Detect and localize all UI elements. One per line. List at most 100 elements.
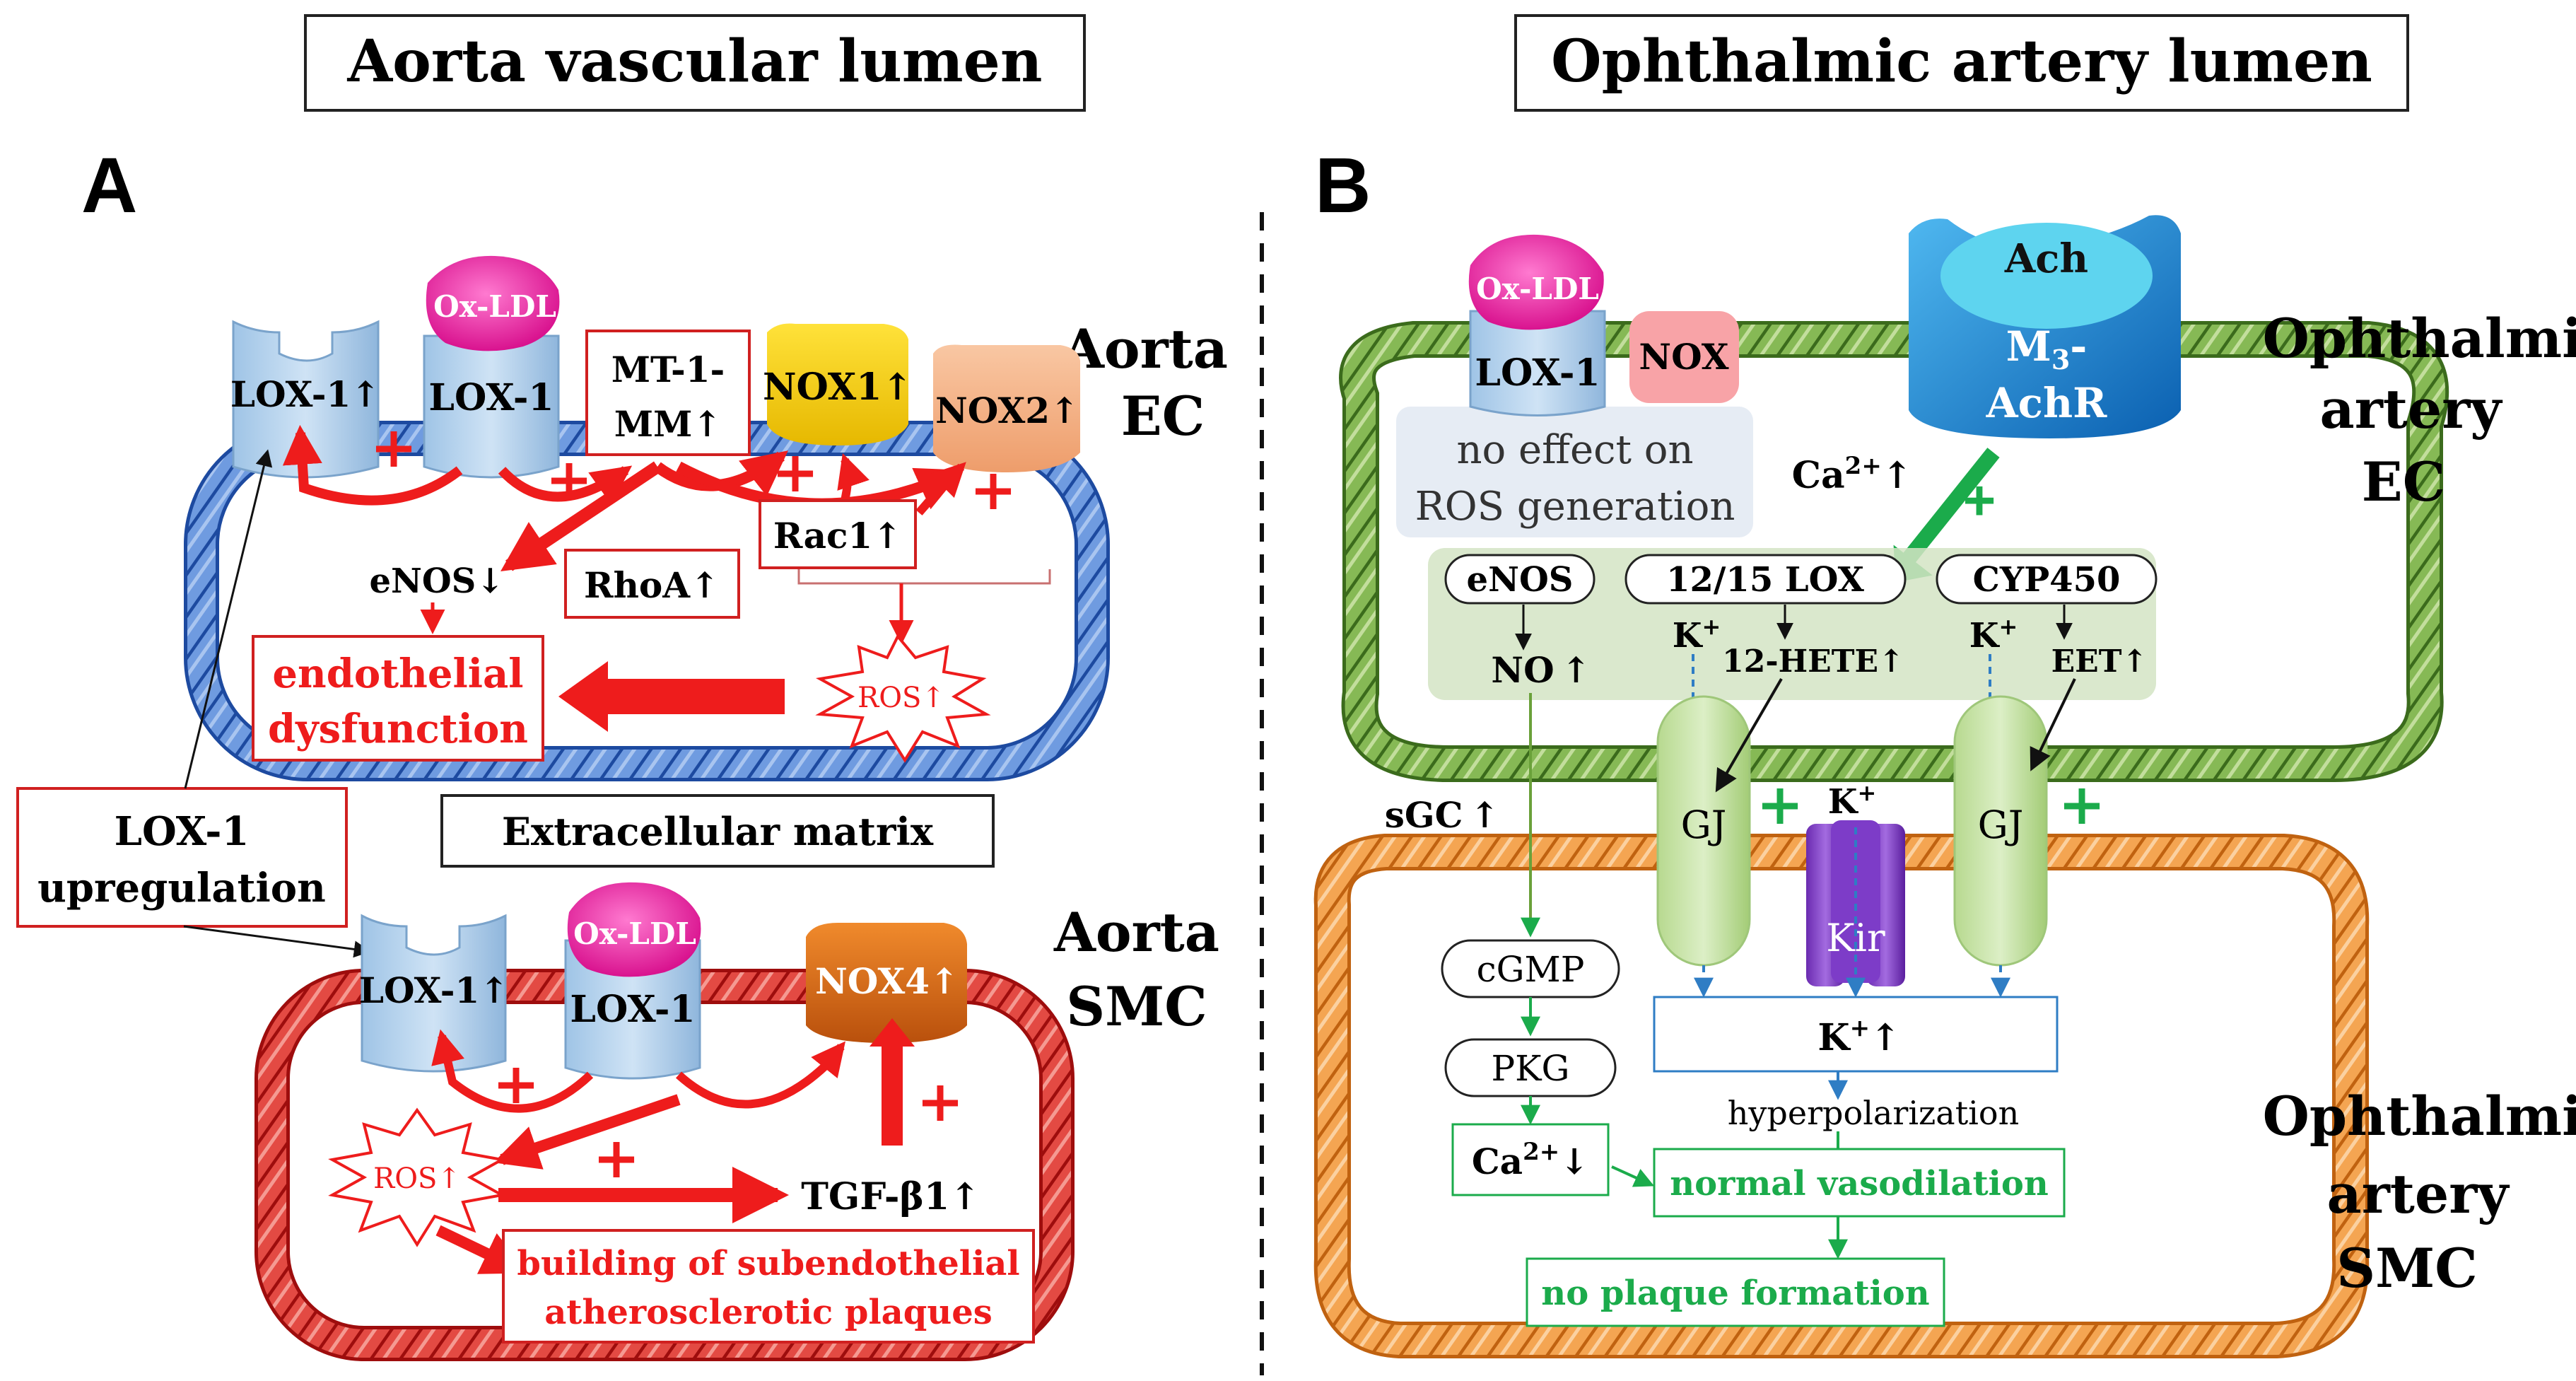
title-right: Ophthalmic artery lumen (1514, 14, 2409, 112)
svg-text:LOX-1: LOX-1 (115, 808, 250, 855)
no-plaque-box: no plaque formation (1526, 1257, 1945, 1327)
lox1-receptor-smc: LOX-1 (564, 939, 701, 1080)
no-up: NO↑ (1491, 649, 1591, 691)
svg-text:LOX-1↑: LOX-1↑ (230, 373, 380, 415)
svg-text:NOX4↑: NOX4↑ (815, 960, 959, 1002)
svg-text:+: + (492, 1050, 539, 1117)
oph-smc-label: Ophthalmic (2263, 1085, 2576, 1148)
gj-plus: + + (1756, 771, 2105, 837)
aorta-smc-plus: + + + (492, 1050, 964, 1191)
nox1: NOX1↑ (763, 323, 913, 445)
hete-to-gj (1715, 677, 1783, 793)
ca-to-vasodilation (1611, 1165, 1655, 1187)
svg-text:+: + (592, 1124, 640, 1191)
k-flux-arrows (1694, 827, 2010, 998)
svg-text:building of subendothelial: building of subendothelial (517, 1244, 1019, 1283)
tgf-to-nox4-shaft (882, 1039, 903, 1146)
cyp450-pill: CYP450 (1936, 554, 2158, 605)
svg-text:Ca2+↓: Ca2+↓ (1472, 1138, 1589, 1182)
svg-text:ROS generation: ROS generation (1415, 484, 1735, 530)
upregulation-to-smc-lox1 (183, 925, 371, 958)
aorta-ec-plus: + + + + (370, 414, 1017, 523)
no-effect-box: no effect on ROS generation (1396, 407, 1753, 537)
svg-text:no effect on: no effect on (1456, 427, 1693, 473)
oxldl-oph: Ox-LDL (1468, 234, 1604, 330)
oph-ec-label-2: artery (2320, 378, 2503, 441)
rhoa-box: RhoA↑ (564, 549, 740, 619)
vasodilation-box: normal vasodilation (1653, 1148, 2066, 1218)
svg-text:LOX-1: LOX-1 (428, 376, 554, 419)
ach-to-pathway-arrow (1902, 448, 2000, 564)
svg-text:MM↑: MM↑ (614, 403, 722, 445)
svg-text:dysfunction: dysfunction (268, 706, 528, 752)
svg-text:Extracellular matrix: Extracellular matrix (502, 809, 934, 854)
eet-to-gj (2030, 678, 2076, 771)
k-up-box: K+↑ (1653, 996, 2059, 1073)
oph-ec-label-3: EC (2362, 450, 2445, 513)
aorta-ec-label: Aorta (1062, 317, 1228, 380)
svg-text:AchR: AchR (1986, 379, 2107, 427)
svg-text:Ox-LDL: Ox-LDL (1476, 272, 1599, 306)
ecm-box: Extracellular matrix (440, 794, 995, 868)
svg-text:Aorta vascular lumen: Aorta vascular lumen (347, 28, 1043, 95)
eet: EET↑ (2051, 643, 2148, 680)
svg-text:GJ: GJ (1681, 803, 1727, 847)
svg-text:upregulation: upregulation (37, 865, 326, 911)
k-ion-kir: K+ (1828, 779, 1877, 822)
svg-text:+: + (370, 414, 417, 480)
oph-ec-membrane (1339, 321, 2449, 782)
nox2: NOX2↑ (933, 344, 1080, 472)
rac1-box: Rac1↑ (759, 499, 917, 569)
svg-text:Rac1↑: Rac1↑ (773, 515, 902, 557)
enos-ec: eNOS↓ (369, 561, 504, 601)
gap-junction-2: GJ (1953, 695, 2048, 967)
lox1-receptor-oph: LOX-1 (1469, 310, 1606, 416)
svg-text:12/15 LOX: 12/15 LOX (1666, 560, 1865, 600)
plaque-box: building of subendothelial atherosclerot… (502, 1229, 1035, 1344)
svg-text:CYP450: CYP450 (1973, 560, 2121, 600)
nox4: NOX4↑ (806, 923, 967, 1043)
ach-plus: + (1963, 469, 1996, 532)
oph-smc-label-2: artery (2327, 1163, 2510, 1225)
svg-text:NOX2↑: NOX2↑ (935, 390, 1079, 431)
svg-text:GJ: GJ (1978, 803, 2024, 847)
svg-text:Ox-LDL: Ox-LDL (433, 289, 556, 324)
sgc-up: sGC↑ (1385, 794, 1500, 836)
svg-text:ROS↑: ROS↑ (857, 682, 945, 714)
hete: 12-HETE↑ (1722, 643, 1904, 680)
tgf-to-nox4-head (870, 1018, 915, 1047)
tgf-beta1: TGF-β1↑ (801, 1175, 980, 1218)
oph-ec-label: Ophthalmic (2263, 307, 2576, 370)
oph-smc-membrane (1313, 834, 2370, 1358)
enos-pill: eNOS (1444, 554, 1596, 605)
pkg-pill: PKG (1444, 1038, 1617, 1097)
k-ion-2: K+ (1969, 613, 2018, 655)
lox1-up-receptor-smc: LOX-1↑ (359, 914, 509, 1073)
gap-junction-1: GJ (1656, 695, 1751, 967)
oxldl-smc: Ox-LDL (567, 882, 701, 977)
svg-text:+: + (916, 1068, 964, 1134)
svg-text:+: + (771, 438, 819, 505)
k-ion-1: K+ (1673, 613, 1721, 655)
svg-text:atherosclerotic plaques: atherosclerotic plaques (544, 1293, 993, 1332)
lox1215-pill: 12/15 LOX (1624, 554, 1907, 605)
ros-burst-ec: ROS↑ (815, 634, 991, 763)
svg-text:Ox-LDL: Ox-LDL (573, 916, 696, 951)
svg-text:no plaque formation: no plaque formation (1541, 1274, 1929, 1313)
svg-text:MT-1-: MT-1- (611, 349, 725, 390)
kir-channel: Kir (1806, 820, 1905, 986)
svg-text:+: + (1756, 771, 1803, 837)
svg-text:+: + (2058, 771, 2105, 837)
svg-text:+: + (969, 456, 1017, 523)
ca-up: Ca2+↑ (1792, 452, 1913, 497)
svg-text:LOX-1: LOX-1 (570, 988, 695, 1031)
svg-text:cGMP: cGMP (1477, 949, 1585, 990)
ros-to-dysfunction-arrow (558, 661, 785, 732)
svg-text:NOX1↑: NOX1↑ (763, 366, 913, 409)
endothelial-dysfunction-box: endothelial dysfunction (252, 635, 544, 762)
svg-text:endothelial: endothelial (272, 651, 523, 697)
svg-text:Ach: Ach (2004, 235, 2088, 282)
aorta-smc-label-2: SMC (1066, 975, 1207, 1038)
ca-down-box: Ca2+↓ (1451, 1123, 1610, 1196)
